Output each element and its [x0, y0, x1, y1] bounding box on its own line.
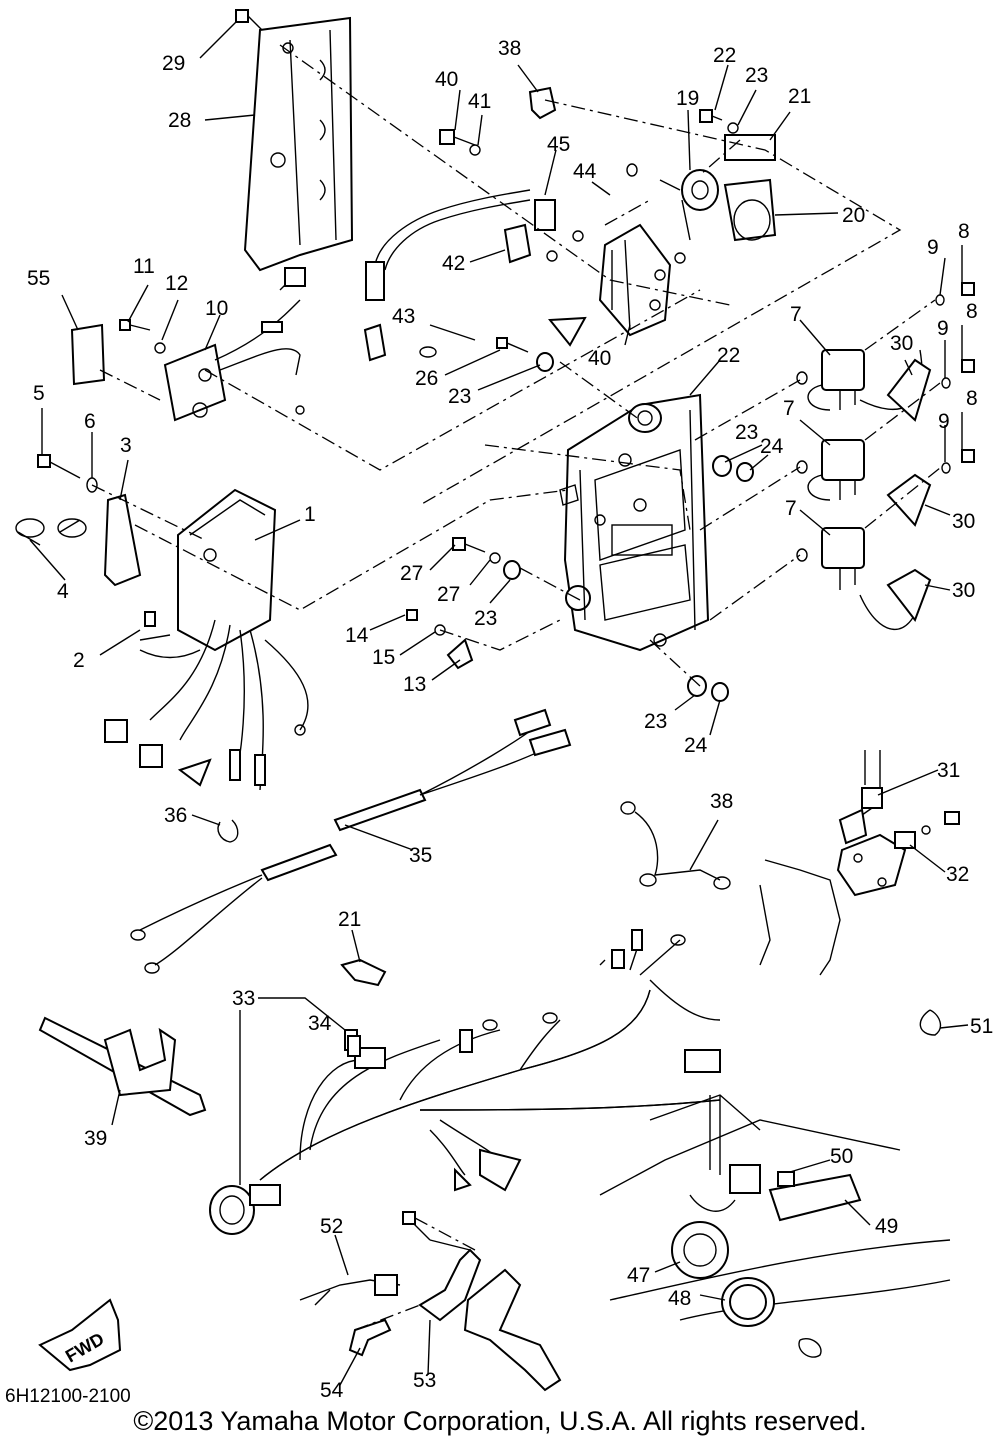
callout-17: 20 — [842, 204, 865, 227]
callout-20: 23 — [745, 64, 768, 87]
callout-2: 2 — [73, 649, 85, 672]
clamps-4 — [15, 518, 87, 546]
clip-21 — [340, 958, 387, 987]
base-plate-22 — [559, 393, 710, 652]
lead-35 — [130, 708, 572, 974]
bracket-3 — [103, 493, 142, 587]
callout-numbers: 29 28 38 40 41 22 23 21 19 45 44 20 42 4… — [5, 37, 993, 1407]
callout-11: 11 — [133, 255, 155, 278]
callout-51: 51 — [970, 1015, 993, 1038]
callout-33: 33 — [232, 987, 255, 1010]
callout-10: 10 — [205, 297, 228, 320]
callout-23b: 23 — [735, 421, 758, 444]
callout-7a: 7 — [790, 303, 802, 326]
callout-45: 44 — [573, 160, 597, 183]
callout-52: 52 — [320, 1215, 343, 1238]
callout-50: 50 — [830, 1145, 853, 1168]
callout-38: 38 — [710, 790, 733, 813]
rectifier-10 — [163, 267, 306, 422]
callout-47: 47 — [627, 1264, 650, 1287]
callout-23c: 23 — [474, 607, 497, 630]
callout-9b: 9 — [937, 317, 949, 340]
callout-8c: 8 — [966, 387, 978, 410]
callout-14: 14 — [345, 624, 369, 647]
callout-5: 5 — [33, 382, 45, 405]
callout-27: 27 — [437, 583, 460, 606]
fwd-arrow — [38, 1298, 122, 1372]
callout-1: 1 — [304, 503, 316, 526]
label-55 — [70, 323, 106, 386]
callout-37: 38 — [498, 37, 521, 60]
callout-46: 45 — [547, 133, 570, 156]
clip-51 — [919, 1009, 942, 1036]
callout-7c: 7 — [785, 497, 797, 520]
callout-31: 31 — [937, 759, 960, 782]
callout-6: 6 — [84, 410, 96, 433]
callout-44: 43 — [392, 305, 415, 328]
junction-40 — [548, 223, 672, 347]
callout-53: 53 — [413, 1369, 436, 1392]
callout-9c: 9 — [938, 410, 950, 433]
callout-22: 22 — [717, 344, 740, 367]
cdi-unit-1 — [104, 488, 309, 791]
callout-8a: 8 — [958, 220, 970, 243]
callout-24a: 24 — [760, 435, 784, 458]
callout-15: 15 — [372, 646, 395, 669]
connector-34 — [347, 1035, 361, 1057]
callout-41: 40 — [435, 68, 458, 91]
callout-29: 29 — [162, 52, 185, 75]
callout-55: 55 — [27, 267, 50, 290]
callout-23d: 23 — [644, 710, 667, 733]
callout-16: 19 — [676, 87, 699, 110]
callout-40: 40 — [588, 347, 611, 370]
callout-26: 27 — [400, 562, 423, 585]
callout-25: 26 — [415, 367, 438, 390]
callout-4: 4 — [57, 580, 69, 603]
callout-13: 13 — [403, 673, 426, 696]
callout-54: 54 — [320, 1379, 344, 1402]
small-parts-top — [363, 86, 638, 362]
part-drawings — [15, 9, 975, 1392]
sensor-bracket-parts — [299, 1211, 562, 1392]
callout-18: 21 — [788, 85, 811, 108]
callout-9a: 9 — [927, 236, 939, 259]
callout-19: 22 — [713, 44, 736, 67]
grommet-plate-parts — [599, 1094, 951, 1358]
callout-12: 12 — [165, 272, 188, 295]
callout-48: 48 — [668, 1287, 691, 1310]
callout-28: 28 — [168, 109, 191, 132]
callout-leaders — [29, 21, 969, 1386]
callout-24b: 24 — [684, 734, 708, 757]
callout-30a: 30 — [890, 332, 913, 355]
callout-21: 21 — [338, 908, 361, 931]
callout-36: 36 — [164, 804, 187, 827]
copyright-notice: ©2013 Yamaha Motor Corporation, U.S.A. A… — [133, 1406, 867, 1436]
callout-39: 39 — [84, 1127, 107, 1150]
callout-23a: 23 — [448, 385, 471, 408]
bolt-29 — [235, 9, 263, 31]
callout-30c: 30 — [952, 579, 975, 602]
callout-49: 49 — [875, 1215, 898, 1238]
callout-35: 35 — [409, 844, 432, 867]
callout-43: 42 — [442, 252, 465, 275]
starter-relay-parts — [659, 109, 777, 264]
callout-34: 34 — [308, 1012, 332, 1035]
connector-2 — [139, 611, 201, 659]
main-harness-33 — [209, 929, 721, 1235]
leader-lines — [91, 44, 941, 1331]
callout-30b: 30 — [952, 510, 975, 533]
sensor-31-32 — [759, 750, 960, 976]
callout-42: 41 — [468, 90, 491, 113]
callout-8b: 8 — [966, 300, 978, 323]
ground-lead-38 — [620, 801, 731, 890]
callout-3: 3 — [120, 434, 132, 457]
holder-39 — [38, 1016, 207, 1117]
ignition-coils-7 — [796, 282, 975, 630]
cover-part — [243, 16, 354, 272]
diagram-code: 6H12100-2100 — [5, 1386, 131, 1407]
callout-7b: 7 — [783, 397, 795, 420]
callout-32: 32 — [946, 863, 969, 886]
